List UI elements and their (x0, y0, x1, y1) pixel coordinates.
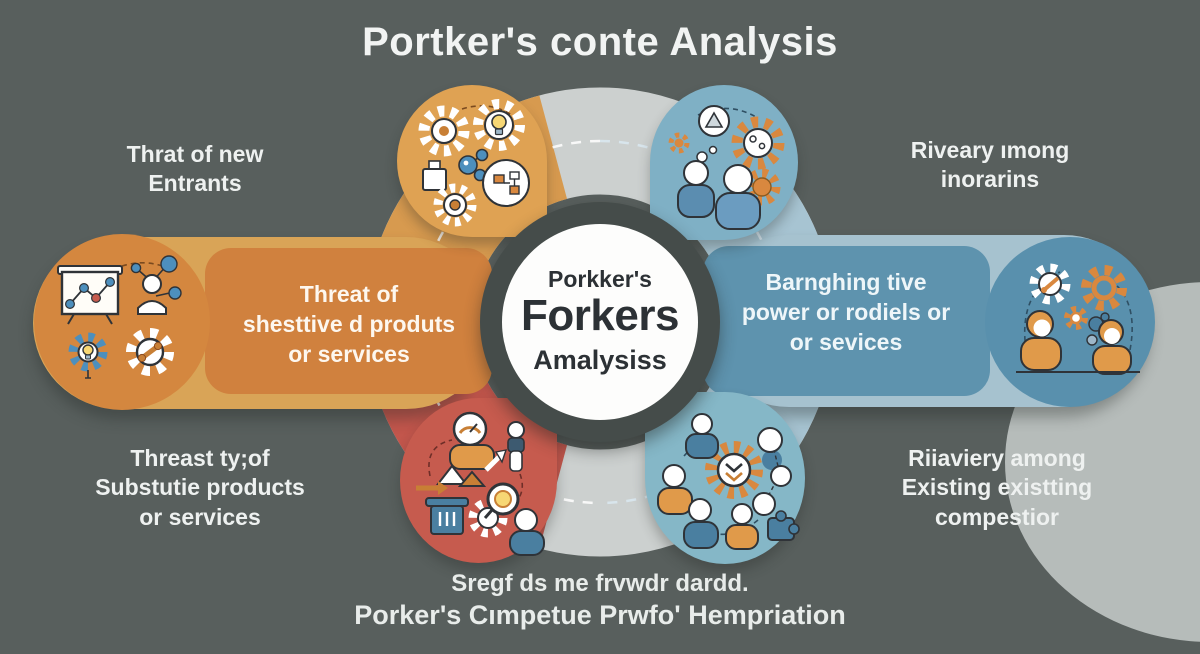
person-icon (677, 160, 715, 218)
lightbulb-gear-icon (473, 99, 525, 151)
triangle-badge-icon (698, 105, 730, 137)
person-network-icon (130, 255, 182, 315)
person-icon (725, 503, 759, 550)
right-circle-icon-cluster (1016, 263, 1140, 375)
gauge-person-icon (449, 411, 495, 470)
chart-board-icon (57, 265, 123, 325)
top-right-icon-cluster (668, 105, 785, 230)
flask-icon (422, 160, 447, 191)
top-left-icon-cluster (418, 99, 530, 227)
bottom-left-icon-cluster (416, 411, 545, 556)
center-badge: Porkker's Forkers Amalysiss (500, 266, 700, 376)
caption-line-2: Porker's Cımpetue Prwfo' Hempriation (354, 600, 846, 630)
person-icon (1092, 319, 1132, 375)
center-badge-main: Forkers (521, 291, 679, 340)
person-icon (507, 421, 525, 472)
label-threat-substitutes: Threast ty;of Substutie products or serv… (95, 445, 305, 530)
left-force-box (205, 248, 492, 394)
bottom-right-icon-cluster (657, 413, 800, 550)
dashed-arc (428, 439, 453, 477)
arrow-icon (416, 449, 508, 495)
person-icon (1020, 310, 1062, 371)
right-force-box (703, 246, 990, 396)
gear-tool-icon (126, 328, 174, 376)
left-force-box-label: Threat of shesttive d produts or service… (242, 281, 456, 367)
gear-eye-icon (433, 183, 477, 227)
puzzle-icon (767, 510, 800, 541)
center-badge-bottom: Amalysiss (533, 345, 667, 376)
person-icon (683, 498, 719, 549)
gear-key-icon (1029, 263, 1071, 305)
small-gear-icon (1064, 306, 1088, 330)
gear-dots-icon (731, 116, 785, 170)
person-icon (685, 413, 719, 459)
network-nodes-icon (752, 427, 792, 516)
node-dot (762, 450, 782, 470)
gear-lightbulb-icon (68, 332, 108, 379)
label-threat-new-entrants: Thrat of new Entrants (126, 141, 264, 197)
flowchart-circle-icon (482, 159, 530, 207)
small-gear-icon (668, 132, 690, 154)
person-icon (657, 464, 693, 515)
bubbles-icon (696, 145, 718, 163)
gear-magnifier-icon (468, 482, 520, 538)
podium-icon (425, 497, 469, 535)
gear-icon (743, 168, 781, 206)
person-icon (509, 508, 545, 556)
left-circle-icon-cluster (57, 255, 182, 379)
center-white-circle (502, 224, 698, 420)
gear-chevrons-icon (705, 441, 763, 499)
molecule-icon (458, 148, 489, 182)
left-icon-circle (34, 234, 210, 410)
caption-line-1: Sregf ds me frvwdr dardd. (451, 570, 749, 597)
dashed-arc (697, 107, 757, 118)
gear-icon (418, 105, 470, 157)
label-rivalry-existing: Riiaviery among Existing existting compe… (901, 445, 1093, 530)
right-force-box-label: Barnghing tive power or rodiels or or se… (741, 269, 951, 355)
center-badge-top: Porkker's (548, 266, 652, 292)
page-title: Portker's conte Analysis (362, 20, 838, 64)
person-icon (715, 164, 761, 230)
mountains-icon (435, 464, 487, 487)
label-rivalry-top-right: Riveary ımong inorarins (910, 137, 1070, 193)
gear-outline-icon (1081, 265, 1127, 311)
